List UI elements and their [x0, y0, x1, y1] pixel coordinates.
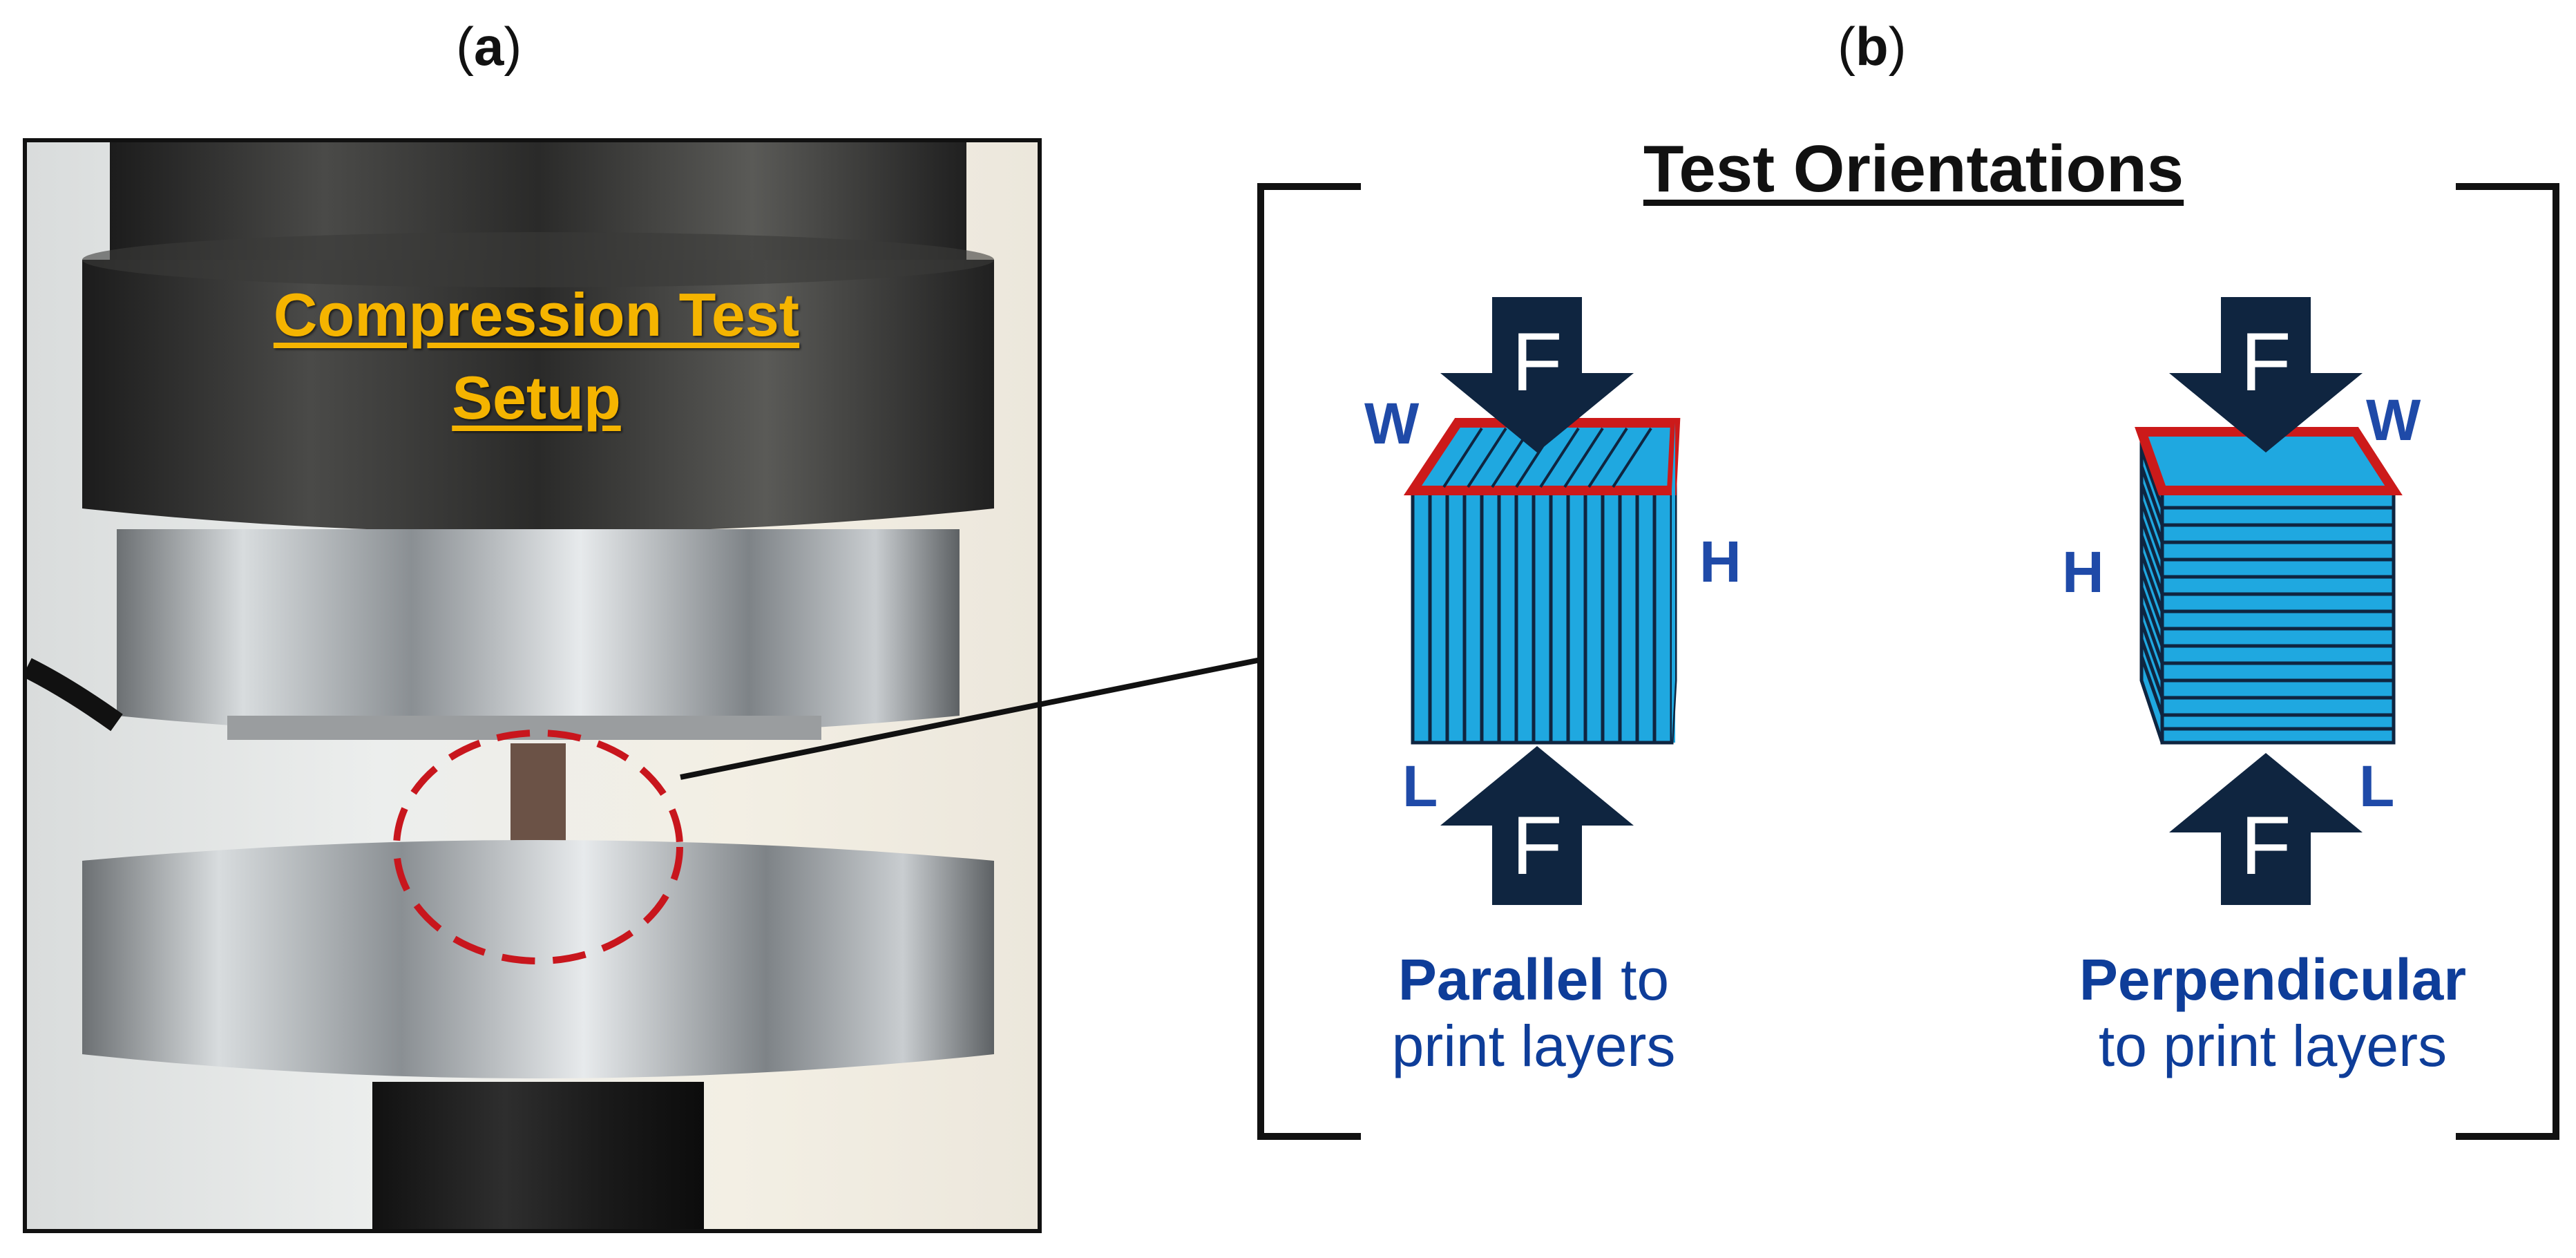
panel-b-label-close: ): [1888, 16, 1907, 77]
parallel-diagram: [1403, 297, 1681, 905]
perp-width-label: W: [2366, 388, 2421, 452]
upper-cylinder: [82, 260, 994, 533]
photo-title: Compression Test Setup: [27, 274, 1038, 439]
parallel-bottom-f-label: F: [1511, 799, 1562, 892]
upper-platen: [117, 529, 960, 736]
panel-b-label-letter: b: [1855, 16, 1889, 77]
lower-rod: [372, 1082, 704, 1229]
panel-a-label-open: (: [456, 16, 474, 77]
compression-setup-photo: Compression Test Setup: [23, 138, 1042, 1233]
panel-b-label: (b): [1838, 15, 1907, 78]
perp-top-force-arrow: [2169, 297, 2363, 452]
perp-front-face: [2160, 488, 2396, 745]
cable: [27, 658, 123, 732]
perpendicular-caption-bold: Perpendicular: [2079, 947, 2467, 1012]
perp-height-label: H: [2062, 540, 2104, 604]
parallel-layer-lines: [1428, 490, 1657, 743]
perp-length-label: L: [2359, 754, 2395, 819]
left-bracket: [1257, 183, 1361, 1140]
test-orientations-title: Test Orientations: [1643, 132, 2184, 206]
perpendicular-caption-line2: to print layers: [2098, 1013, 2448, 1078]
panel-a-label: (a): [456, 15, 522, 78]
parallel-length-label: L: [1402, 754, 1438, 819]
parallel-width-label: W: [1364, 391, 1420, 456]
parallel-bottom-force-arrow: [1440, 746, 1634, 905]
perp-bottom-force-arrow: [2169, 753, 2363, 905]
perp-bottom-f-label: F: [2240, 799, 2291, 892]
perp-top-f-label: F: [2240, 316, 2291, 408]
perpendicular-diagram: [2135, 297, 2403, 905]
parallel-caption-line1: Parallel to: [1313, 946, 1755, 1013]
parallel-caption-rest: to: [1604, 947, 1670, 1012]
photo-title-line2: Setup: [452, 363, 621, 432]
parallel-caption: Parallel to print layers: [1313, 946, 1755, 1079]
parallel-caption-bold: Parallel: [1397, 947, 1605, 1012]
compression-machine-illustration: [27, 142, 994, 1229]
right-bracket: [2456, 183, 2559, 1140]
parallel-height-label: H: [1699, 529, 1742, 594]
perp-layer-lines: [2139, 448, 2394, 731]
parallel-top-force-arrow: [1440, 297, 1634, 452]
perpendicular-caption: Perpendicular to print layers: [2003, 946, 2542, 1079]
panel-b-label-open: (: [1838, 16, 1855, 77]
connector-line: [680, 657, 1261, 780]
parallel-top-f-label: F: [1511, 316, 1562, 408]
specimen-highlight-circle: [393, 730, 683, 964]
upper-cylinder-edge: [82, 232, 994, 287]
panel-a-label-close: ): [504, 16, 522, 77]
lower-platen: [82, 840, 994, 1078]
panel-a-label-letter: a: [473, 16, 504, 77]
photo-title-line1: Compression Test: [273, 280, 800, 349]
parallel-front-face: [1411, 488, 1674, 745]
parallel-caption-line2: print layers: [1391, 1013, 1676, 1078]
